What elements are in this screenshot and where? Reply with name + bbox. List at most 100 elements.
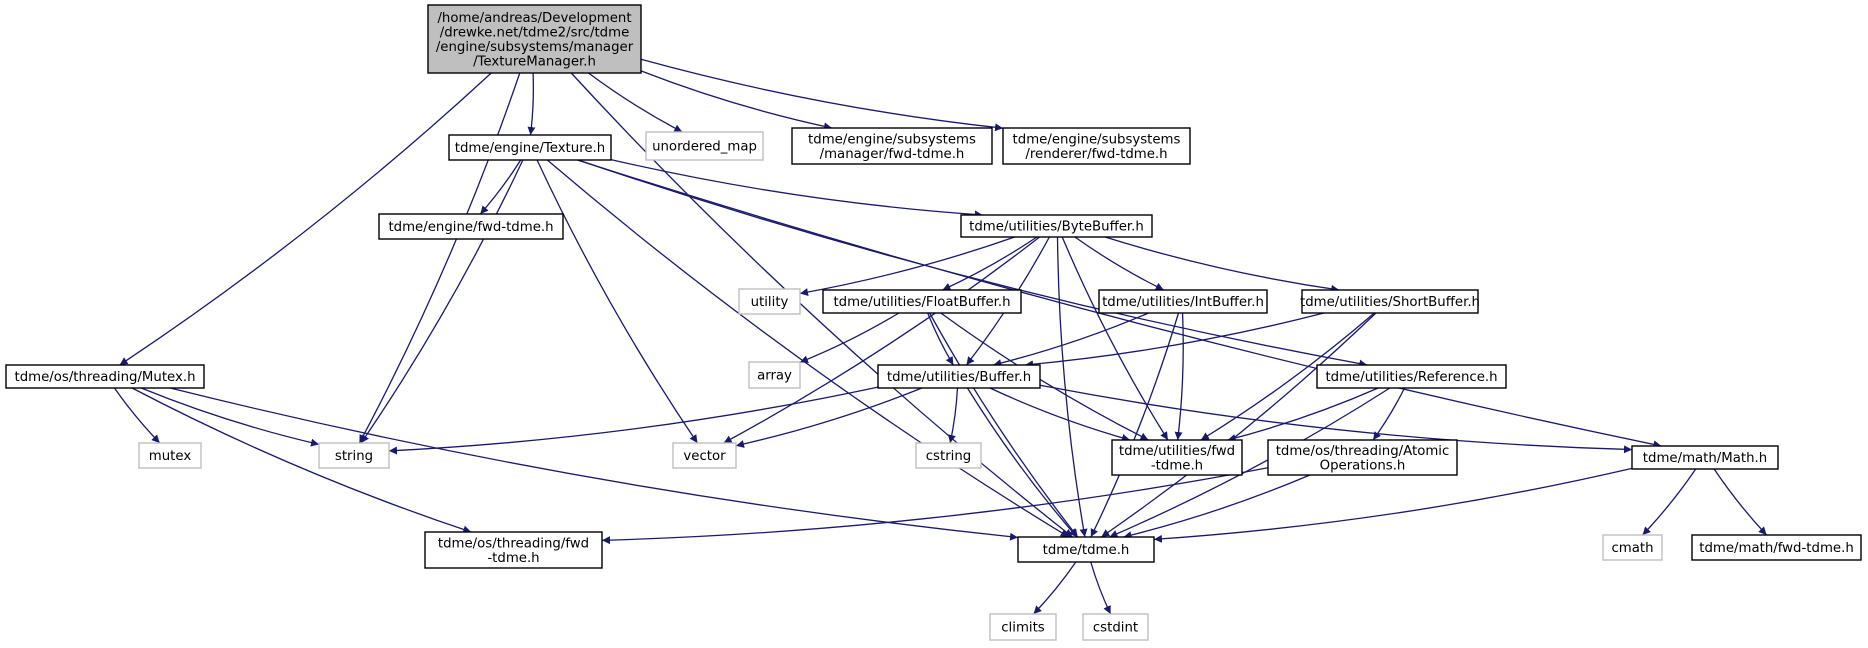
node-floatbuffer[interactable]: tdme/utilities/FloatBuffer.h xyxy=(822,289,1022,314)
node-reference[interactable]: tdme/utilities/Reference.h xyxy=(1316,364,1507,389)
edge-buffer-to-math xyxy=(1039,384,1633,454)
edge-floatbuffer-to-utilities_fwd xyxy=(940,312,1149,441)
node-manager-fwd[interactable]: tdme/engine/subsystems/manager/fwd-tdme.… xyxy=(791,127,993,165)
edge-bytebuffer-to-vector xyxy=(723,236,1041,444)
edge-bytebuffer-to-shortbuffer xyxy=(1104,236,1340,293)
node-box xyxy=(1631,445,1779,470)
node-utilities-fwd[interactable]: tdme/utilities/fwd-tdme.h xyxy=(1111,439,1243,476)
node-math[interactable]: tdme/math/Math.h xyxy=(1631,445,1779,470)
edge-texture-to-bytebuffer xyxy=(610,158,983,219)
node-box xyxy=(877,364,1041,389)
node-box xyxy=(748,361,801,389)
node-buffer[interactable]: tdme/utilities/Buffer.h xyxy=(877,364,1041,389)
node-label: tdme/utilities/FloatBuffer.h xyxy=(833,295,1010,310)
node-texture[interactable]: tdme/engine/Texture.h xyxy=(448,134,612,161)
node-label: tdme/engine/Texture.h xyxy=(455,141,605,156)
edge-mutex_h-to-string xyxy=(141,387,320,447)
node-threading-fwd[interactable]: tdme/os/threading/fwd-tdme.h xyxy=(424,531,603,569)
node-box xyxy=(138,442,202,469)
edge-tdme-to-cstdint xyxy=(1090,561,1112,615)
node-climits: climits xyxy=(989,613,1057,641)
node-box xyxy=(960,214,1153,238)
node-box xyxy=(448,134,612,161)
node-label: cstring xyxy=(926,449,971,464)
node-label: array xyxy=(757,369,792,384)
edge-root-to-string xyxy=(358,72,521,444)
node-utility: utility xyxy=(738,288,801,315)
node-label: /manager/fwd-tdme.h xyxy=(820,147,965,162)
node-label: /TextureManager.h xyxy=(473,54,596,69)
node-mutex-h[interactable]: tdme/os/threading/Mutex.h xyxy=(5,364,205,389)
edge-texture-to-vector xyxy=(536,159,698,444)
node-tdme[interactable]: tdme/tdme.h xyxy=(1017,536,1155,563)
node-engine-fwd[interactable]: tdme/engine/fwd-tdme.h xyxy=(378,213,564,240)
node-label: -tdme.h xyxy=(487,551,539,566)
node-label: tdme/os/threading/Atomic xyxy=(1276,444,1450,459)
edge-intbuffer-to-tdme xyxy=(1090,312,1180,538)
node-label: tdme/engine/fwd-tdme.h xyxy=(388,220,553,235)
edge-reference-to-utilities_fwd xyxy=(1227,387,1379,442)
edge-intbuffer-to-buffer xyxy=(993,312,1149,367)
node-intbuffer[interactable]: tdme/utilities/IntBuffer.h xyxy=(1098,289,1268,314)
node-box xyxy=(1098,289,1268,314)
node-box xyxy=(645,131,764,161)
edge-buffer-to-cstring xyxy=(947,387,959,444)
node-box xyxy=(822,289,1022,314)
edge-shortbuffer-to-tdme xyxy=(1100,312,1377,538)
node-label: tdme/os/threading/Mutex.h xyxy=(14,370,195,385)
node-box xyxy=(427,4,642,74)
node-box xyxy=(1002,127,1191,165)
edge-atomic-to-threading_fwd xyxy=(601,467,1269,545)
edge-texture-to-string xyxy=(360,159,524,444)
node-label: tdme/utilities/ByteBuffer.h xyxy=(969,220,1144,235)
node-math-fwd[interactable]: tdme/math/fwd-tdme.h xyxy=(1691,534,1862,561)
edge-bytebuffer-to-floatbuffer xyxy=(942,236,1038,291)
edge-root-to-mutex_h xyxy=(119,72,492,366)
node-label: tdme/math/Math.h xyxy=(1643,451,1767,466)
edge-math-to-tdme xyxy=(1153,467,1633,543)
node-box xyxy=(791,127,993,165)
node-box xyxy=(1691,534,1862,561)
edge-texture-to-math xyxy=(577,159,1662,449)
node-bytebuffer[interactable]: tdme/utilities/ByteBuffer.h xyxy=(960,214,1153,238)
edge-floatbuffer-to-buffer xyxy=(927,312,954,366)
node-shortbuffer[interactable]: tdme/utilities/ShortBuffer.h xyxy=(1300,289,1480,314)
edge-root-to-unordered_map xyxy=(588,72,683,133)
edge-bytebuffer-to-tdme xyxy=(1056,236,1088,538)
node-box xyxy=(915,442,982,469)
node-label: string xyxy=(335,449,373,464)
node-box xyxy=(1017,536,1155,563)
node-cstdint: cstdint xyxy=(1082,613,1149,641)
node-label: /drewke.net/tdme2/src/tdme xyxy=(440,25,630,40)
edge-reference-to-tdme xyxy=(1109,387,1391,538)
node-label: tdme/engine/subsystems xyxy=(808,132,976,147)
node-box xyxy=(1602,534,1663,561)
edge-floatbuffer-to-tdme xyxy=(929,312,1079,538)
node-label: tdme/utilities/Buffer.h xyxy=(887,370,1031,385)
node-box xyxy=(1316,364,1507,389)
node-label: /renderer/fwd-tdme.h xyxy=(1025,147,1167,162)
node-vector: vector xyxy=(672,442,737,469)
edge-shortbuffer-to-buffer xyxy=(1025,312,1325,369)
edge-shortbuffer-to-utilities_fwd xyxy=(1200,312,1375,441)
node-label: -tdme.h xyxy=(1151,458,1203,473)
node-label: Operations.h xyxy=(1320,458,1406,473)
edge-floatbuffer-to-array xyxy=(799,312,900,364)
node-unordered-map: unordered_map xyxy=(645,131,764,161)
edge-buffer-to-vector xyxy=(735,387,923,448)
edge-atomic-to-tdme xyxy=(1123,474,1311,539)
node-box xyxy=(1267,439,1458,476)
edge-tdme-to-climits xyxy=(1033,561,1077,615)
node-label: climits xyxy=(1001,621,1045,636)
node-box xyxy=(989,613,1057,641)
node-label: tdme/utilities/ShortBuffer.h xyxy=(1300,295,1480,310)
node-renderer-fwd[interactable]: tdme/engine/subsystems/renderer/fwd-tdme… xyxy=(1002,127,1191,165)
node-array: array xyxy=(748,361,801,389)
edge-mutex_h-to-tdme xyxy=(170,387,1019,541)
edge-buffer-to-tdme xyxy=(966,387,1078,538)
edge-root-to-manager_fwd xyxy=(640,70,832,131)
edge-bytebuffer-to-utilities_fwd xyxy=(1061,236,1169,441)
node-root[interactable]: /home/andreas/Development/drewke.net/tdm… xyxy=(427,4,642,74)
